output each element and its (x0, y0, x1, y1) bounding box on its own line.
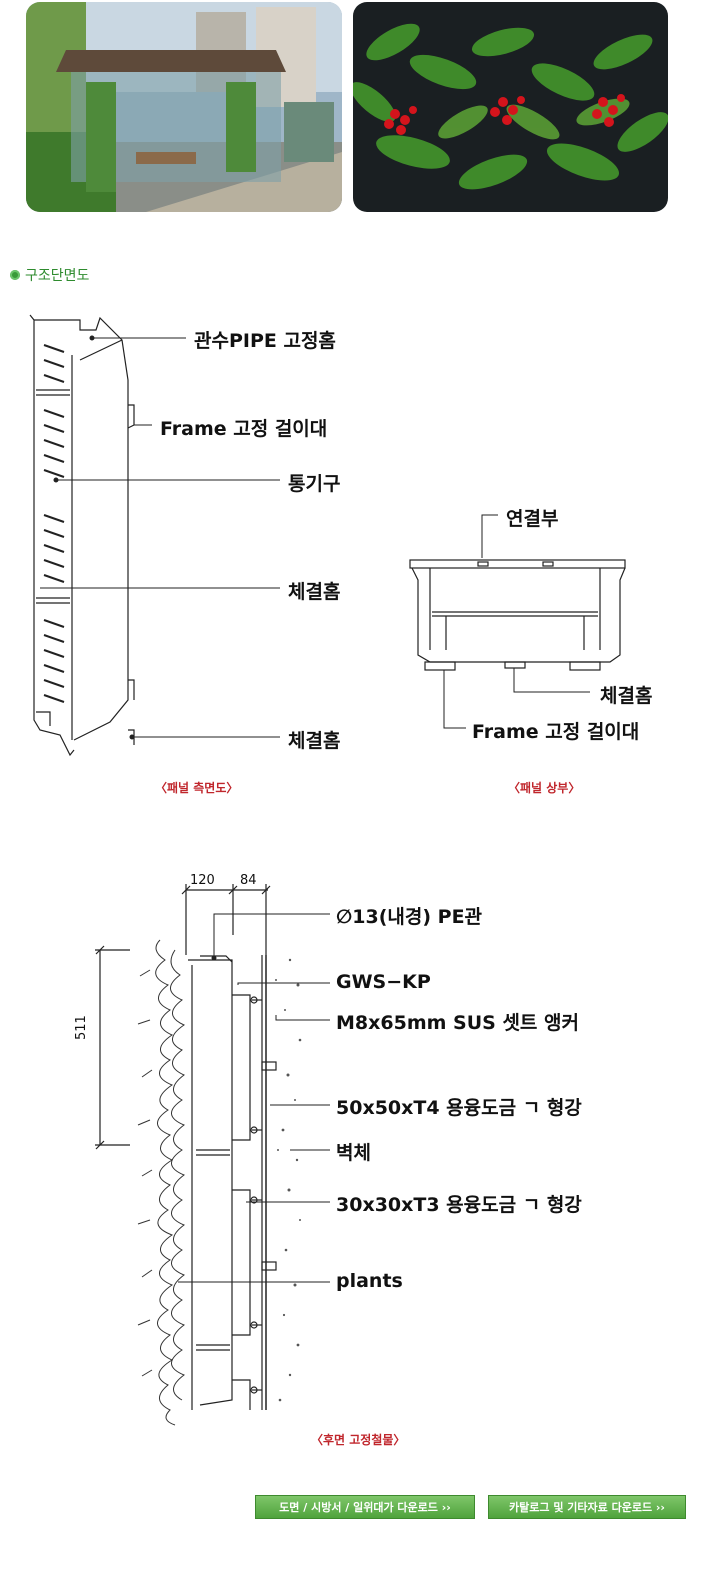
panel-top-view-drawing (409, 559, 626, 671)
plants-drawing (137, 939, 186, 1426)
label-pipe-groove: 관수PIPE 고정홈 (194, 330, 336, 352)
label-gws-kp: GWS−KP (336, 971, 431, 993)
label-angle-30: 30x30xT3 용융도금 ㄱ 형강 (336, 1194, 582, 1216)
label-fastening-groove-1: 체결홈 (288, 581, 341, 603)
label-plants: plants (336, 1270, 403, 1292)
label-wall: 벽체 (336, 1142, 371, 1164)
caption-side-view: 〈패널 측면도〉 (155, 781, 239, 795)
label-anchor: M8x65mm SUS 셋트 앵커 (336, 1012, 579, 1034)
dim-width-b: 84 (240, 873, 257, 888)
label-top-frame-hanger: Frame 고정 걸이대 (472, 721, 640, 743)
panel-side-view-drawing (29, 314, 135, 757)
download-catalog-button[interactable]: 카탈로그 및 기타자료 다운로드 ›› (488, 1495, 686, 1519)
caption-rear-fixing: 〈후면 고정철물〉 (311, 1433, 406, 1447)
download-drawings-button[interactable]: 도면 / 시방서 / 일위대가 다운로드 ›› (255, 1495, 475, 1519)
bullet-icon (10, 270, 20, 280)
bus-stop-green-wall-photo (26, 2, 342, 212)
label-fastening-groove-2: 체결홈 (288, 730, 341, 752)
section-title-label: 구조단면도 (25, 268, 90, 284)
planted-panel-closeup-photo (353, 2, 668, 212)
section-title: 구조단면도 (10, 265, 89, 285)
label-frame-hanger: Frame 고정 걸이대 (160, 418, 328, 440)
caption-top-view: 〈패널 상부〉 (508, 781, 581, 795)
rear-fixing-drawing (95, 884, 277, 1410)
dim-width-a: 120 (190, 873, 215, 888)
label-pe-pipe: ∅13(내경) PE관 (336, 906, 483, 928)
label-top-fastening-groove: 체결홈 (600, 685, 653, 707)
wall-concrete-texture (275, 958, 302, 1402)
label-angle-50: 50x50xT4 용융도금 ㄱ 형강 (336, 1097, 582, 1119)
dim-height: 511 (74, 1015, 89, 1040)
vent-slots (43, 344, 65, 703)
label-connector: 연결부 (506, 508, 559, 530)
label-vent: 통기구 (288, 473, 341, 495)
